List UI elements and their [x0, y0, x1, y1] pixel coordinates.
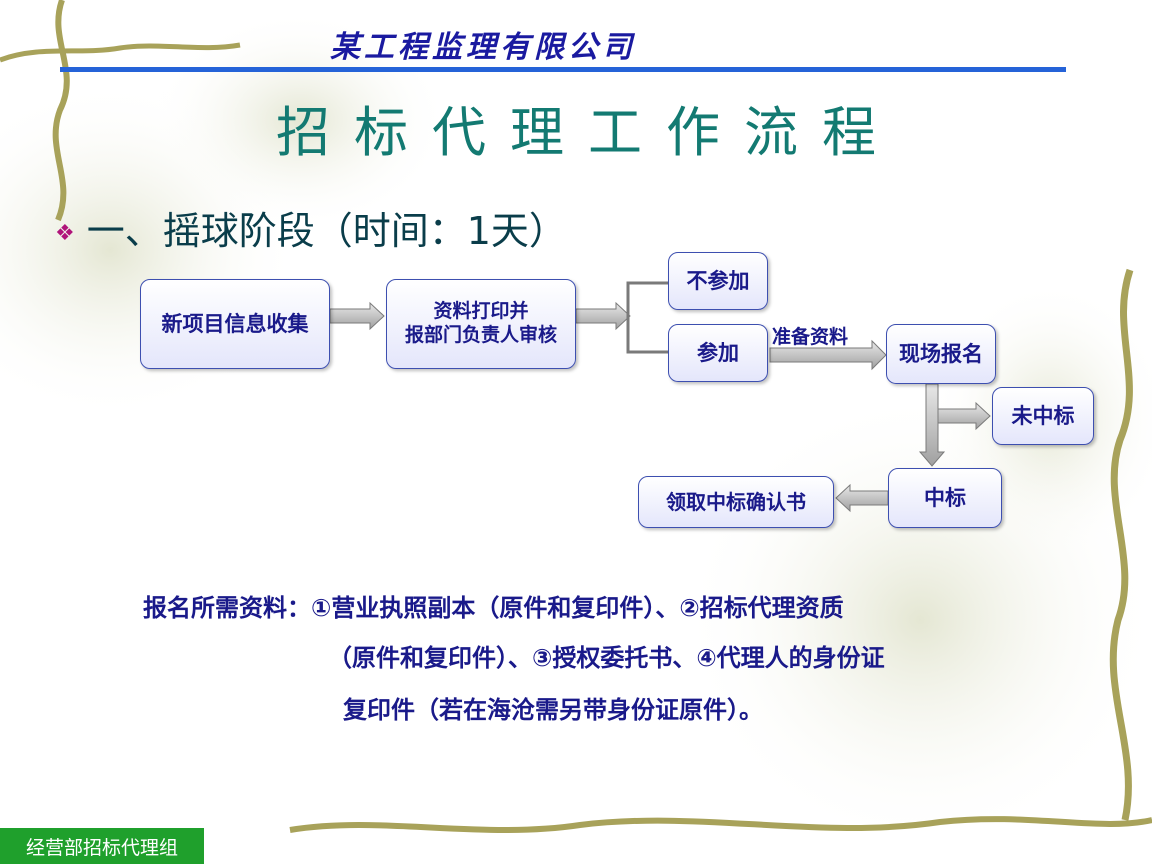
step-win-box: 中标 [888, 468, 1002, 528]
step-not-join-label: 不参加 [686, 268, 750, 293]
arrow-win-to-confirm [835, 483, 889, 513]
step-not-win-box: 未中标 [992, 387, 1094, 445]
step-join-box: 参加 [668, 324, 768, 382]
requirements-line-3: 复印件（若在海沧需另带身份证原件）。 [343, 696, 763, 724]
step-not-win-label: 未中标 [1011, 403, 1075, 428]
diamond-bullet-icon: ❖ [55, 221, 75, 246]
step-print-label-2: 报部门负责人审核 [404, 324, 557, 346]
step-register-label: 现场报名 [899, 341, 983, 366]
prepare-label: 准备资料 [772, 326, 849, 348]
step-join-label: 参加 [697, 340, 739, 365]
step-confirm-label: 领取中标确认书 [666, 489, 806, 514]
requirements-line-2: （原件和复印件）、③授权委托书、④代理人的身份证 [328, 644, 885, 672]
step-register-box: 现场报名 [886, 324, 996, 384]
arrow-join-to-register [769, 339, 887, 371]
step-collect-label: 新项目信息收集 [161, 311, 309, 336]
company-name: 某工程监理有限公司 [330, 30, 636, 65]
footer-label: 经营部招标代理组 [0, 828, 204, 864]
step-confirm-box: 领取中标确认书 [638, 476, 834, 528]
section-heading: ❖ 一、摇球阶段（时间：1天） [55, 200, 567, 255]
arrow-register-to-win [918, 383, 946, 467]
slide-title: 招标代理工作流程 [276, 101, 900, 164]
step-collect-box: 新项目信息收集 [140, 279, 330, 369]
step-print-box: 资料打印并 报部门负责人审核 [386, 279, 576, 369]
step-not-join-box: 不参加 [668, 252, 768, 310]
arrow-register-to-not-win [937, 401, 991, 431]
step-print-label-1: 资料打印并 [433, 300, 529, 323]
arrow-collect-to-print [329, 301, 385, 331]
header-divider [60, 67, 1066, 72]
branch-bracket [626, 281, 668, 354]
section-heading-text: 一、摇球阶段（时间：1天） [86, 209, 567, 253]
step-win-label: 中标 [924, 485, 966, 510]
requirements-line-1: 报名所需资料：①营业执照副本（原件和复印件）、②招标代理资质 [143, 594, 844, 622]
arrow-print-to-branch [575, 301, 631, 331]
